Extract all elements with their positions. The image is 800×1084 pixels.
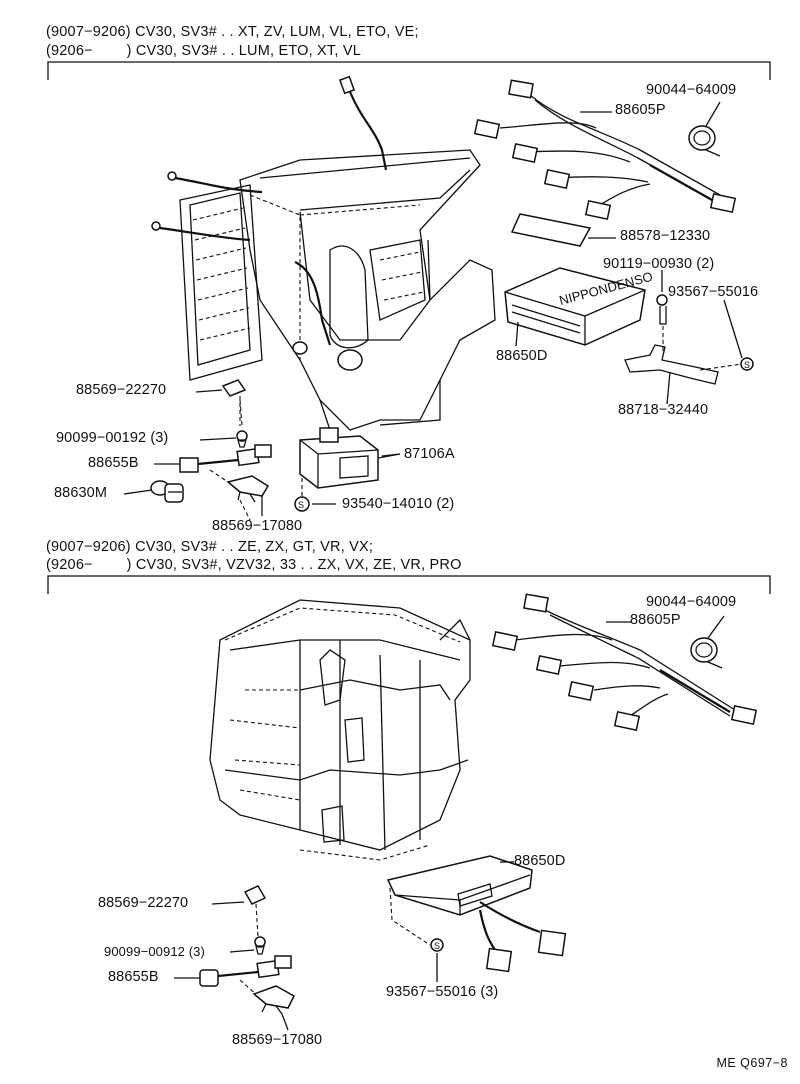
small-parts-2 [199,885,295,1015]
part-label-90044-64009: 90044−64009 [646,82,737,98]
part-label-90044-64009-2: 90044−64009 [646,594,737,610]
part-label-88578-12330: 88578−12330 [620,228,711,244]
part-label-88718-32440: 88718−32440 [618,402,709,418]
ac-amplifier-1: NIPPONDENSO [504,267,654,346]
section1-header-line1: (9007−9206) CV30, SV3# . . XT, ZV, LUM, … [46,24,419,40]
figure-code: ME Q697−8 [716,1056,788,1070]
small-parts-1: S [150,379,401,521]
part-label-93540-14010: 93540−14010 (2) [342,496,455,512]
part-label-88569-22270: 88569−22270 [76,382,167,398]
part-label-90099-00912: 90099−00912 (3) [104,944,205,959]
part-label-88605P-2: 88605P [630,612,681,628]
section1-header-line2: (9206− ) CV30, SV3# . . LUM, ETO, XT, VL [46,43,361,59]
section2-header-line1: (9007−9206) CV30, SV3# . . ZE, ZX, GT, V… [46,539,374,555]
svg-text:S: S [434,941,440,951]
ac-unit-assembly-2 [209,599,471,861]
section2-frame [47,575,771,594]
section1-frame [47,61,771,80]
section2-header-line2: (9206− ) CV30, SV3#, VZV32, 33 . . ZX, V… [46,557,462,573]
leader-lines [123,101,743,1031]
part-label-88605P: 88605P [615,102,666,118]
part-label-88569-17080-2: 88569−17080 [232,1032,323,1048]
ac-unit-assembly-1 [151,75,496,431]
svg-text:S: S [744,360,750,370]
part-label-88655B: 88655B [88,455,139,471]
svg-text:S: S [298,500,304,510]
part-label-90099-00192: 90099−00192 (3) [56,430,169,446]
part-label-88630M: 88630M [54,485,107,501]
wire-harness-1 [473,79,737,247]
part-label-88569-17080: 88569−17080 [212,518,303,534]
part-label-93567-55016: 93567−55016 [668,284,759,300]
wire-harness-2 [491,593,758,732]
part-label-88569-22270-2: 88569−22270 [98,895,189,911]
part-label-88655B-2: 88655B [108,969,159,985]
part-label-87106A: 87106A [404,446,455,462]
ac-amplifier-2: S [386,855,567,973]
part-label-88650D-2: 88650D [514,853,566,869]
part-label-90119-00930: 90119−00930 (2) [603,256,715,272]
part-label-93567-55016-2: 93567−55016 (3) [386,984,499,1000]
bracket-1: S [624,294,754,385]
part-label-88650D: 88650D [496,348,548,364]
